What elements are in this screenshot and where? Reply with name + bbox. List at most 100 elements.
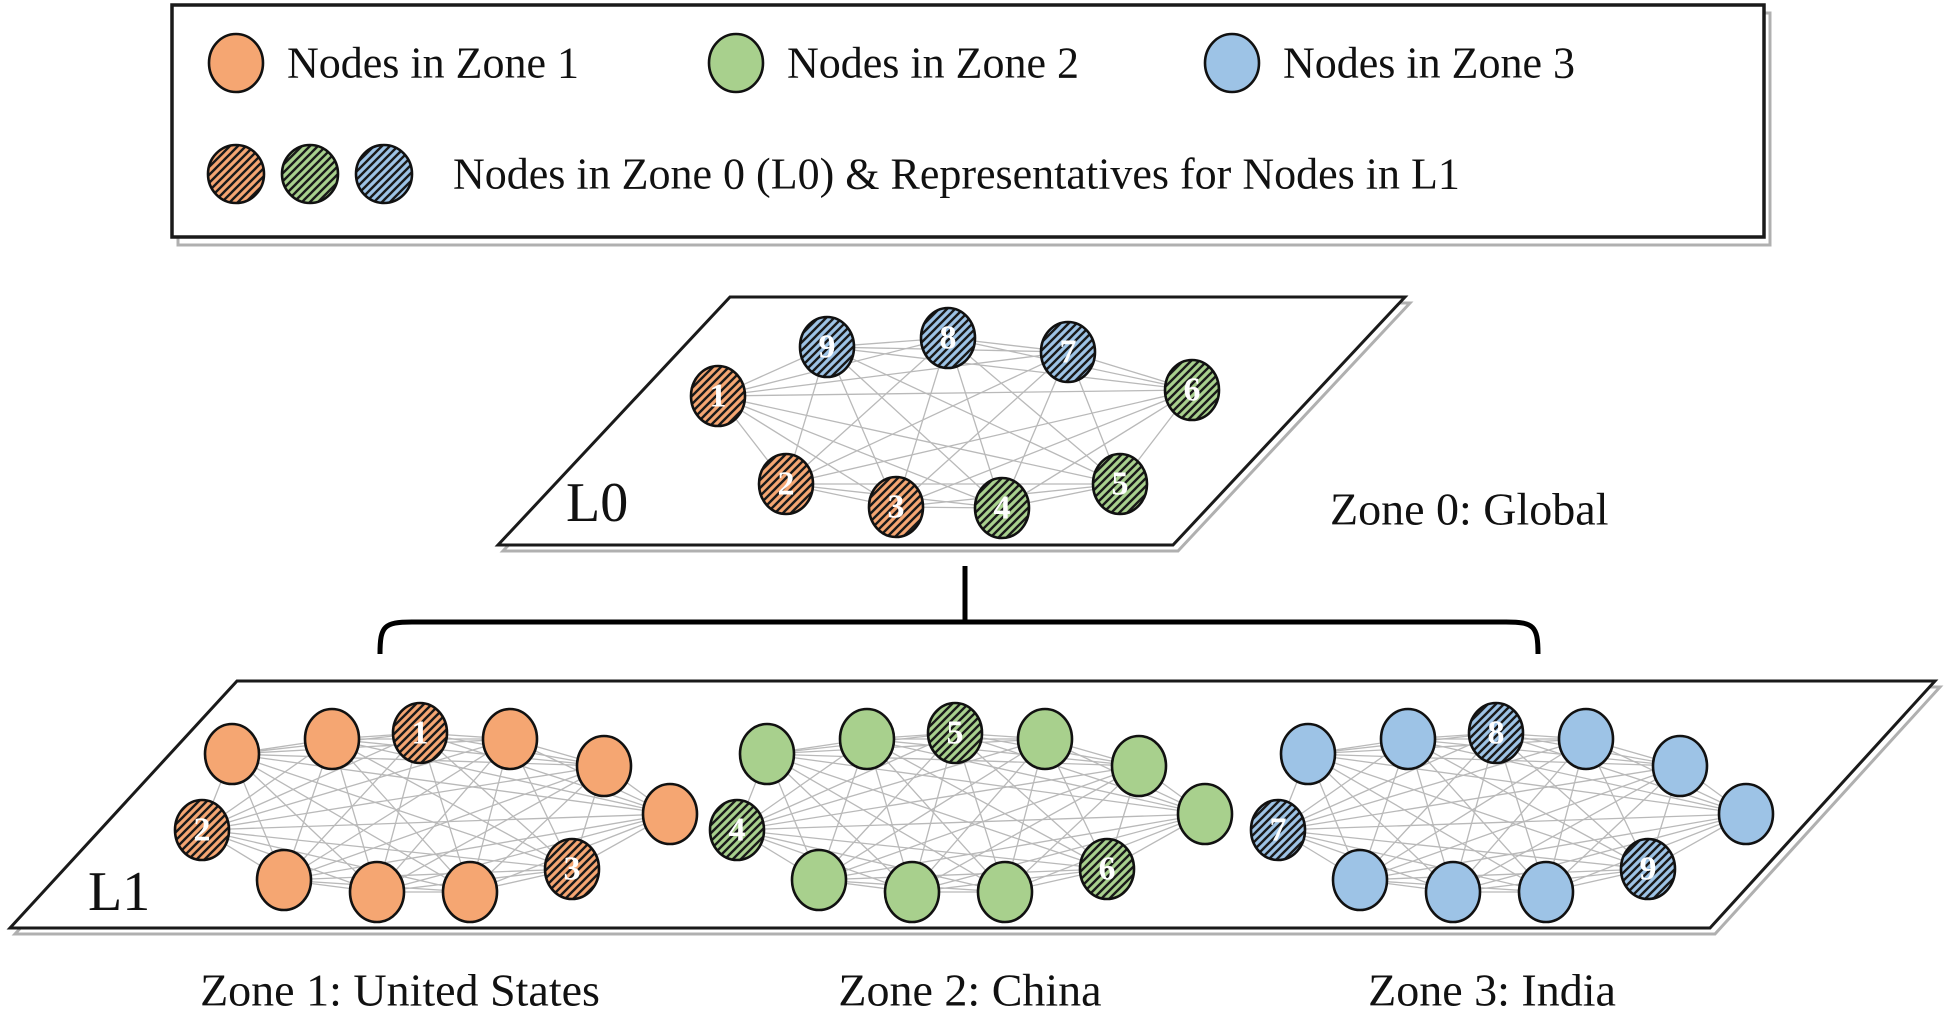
mesh-edge bbox=[1359, 813, 1747, 881]
mesh-edge bbox=[469, 765, 605, 893]
mesh-edge bbox=[717, 395, 897, 508]
mesh-edge bbox=[736, 813, 1206, 831]
zone1-node-circle bbox=[203, 722, 261, 786]
node-number: 4 bbox=[994, 490, 1011, 527]
node-number: 1 bbox=[710, 378, 727, 415]
mesh-edge bbox=[283, 765, 605, 881]
zone1-node-circle bbox=[575, 734, 633, 798]
node-number: 8 bbox=[1488, 715, 1505, 752]
cluster-nodes: 456 bbox=[708, 701, 1234, 924]
mesh-edge bbox=[1277, 829, 1649, 870]
mesh-edge bbox=[1277, 813, 1747, 831]
mesh-edge bbox=[911, 765, 1140, 893]
cluster-nodes: 213 bbox=[173, 701, 699, 924]
mesh-edge bbox=[766, 753, 913, 893]
node bbox=[1110, 734, 1168, 798]
hierarchy-brace bbox=[377, 566, 1541, 655]
mesh-edge bbox=[283, 868, 573, 881]
node-number: 1 bbox=[412, 715, 429, 752]
legend-swatch-hatched-zone3-icon bbox=[354, 143, 414, 205]
mesh-edge bbox=[947, 337, 1121, 485]
mesh-edge bbox=[331, 738, 471, 893]
mesh-edge bbox=[1307, 753, 1747, 815]
node bbox=[1424, 860, 1482, 924]
zone3-hatched-node-circle bbox=[1619, 837, 1677, 901]
cluster-nodes: 7 8 9 bbox=[1249, 701, 1775, 924]
mesh-edge bbox=[1307, 753, 1547, 893]
zone3-label: Zone 3: India bbox=[1368, 965, 1616, 1016]
mesh-edge bbox=[331, 738, 671, 815]
mesh-edge bbox=[818, 765, 1140, 881]
node bbox=[1717, 782, 1775, 846]
mesh-edge bbox=[818, 813, 1206, 881]
mesh-edge bbox=[376, 738, 511, 893]
zone1-node-circle bbox=[441, 860, 499, 924]
cluster-zone3: 7 8 9 bbox=[1249, 701, 1775, 924]
representative-node: 9 bbox=[1619, 837, 1677, 901]
zone0-label: Zone 0: Global bbox=[1330, 484, 1609, 535]
node bbox=[1279, 722, 1337, 786]
zone3-node-circle bbox=[1517, 860, 1575, 924]
mesh-edge bbox=[1307, 753, 1454, 893]
representative-node: 3 bbox=[543, 837, 601, 901]
legend-swatch-zone2-icon bbox=[707, 32, 765, 94]
zone3-node-circle bbox=[1331, 848, 1389, 912]
node-number: 9 bbox=[1640, 851, 1657, 888]
node bbox=[1379, 707, 1437, 771]
legend-swatch-zone1-icon bbox=[207, 32, 265, 94]
node bbox=[575, 734, 633, 798]
l1-layer-label: L1 bbox=[88, 861, 150, 923]
zone3-node-circle bbox=[1651, 734, 1709, 798]
mesh-edge bbox=[785, 389, 1193, 485]
zone2-label: Zone 2: China bbox=[838, 965, 1101, 1016]
zone1-label: Zone 1: United States bbox=[200, 965, 600, 1016]
cluster-mesh-edges bbox=[1277, 732, 1747, 893]
node-number: 7 bbox=[1270, 812, 1287, 849]
legend-swatch-zone3-icon bbox=[1203, 32, 1261, 94]
mesh-edge bbox=[1452, 813, 1747, 893]
mesh-edge bbox=[283, 813, 671, 881]
node-number: 9 bbox=[819, 329, 836, 366]
node-number: 4 bbox=[729, 812, 746, 849]
mesh-edge bbox=[201, 813, 671, 831]
node bbox=[1557, 707, 1615, 771]
mesh-edge bbox=[826, 346, 1003, 509]
zone2-node-circle bbox=[1176, 782, 1234, 846]
mesh-edge bbox=[1359, 738, 1587, 881]
zone3-hatched-node-circle bbox=[1039, 320, 1097, 384]
node bbox=[203, 722, 261, 786]
node bbox=[976, 860, 1034, 924]
zone3-hatched-node-circle bbox=[1249, 798, 1307, 862]
zone1-hatched-node-circle bbox=[173, 798, 231, 862]
mesh-edge bbox=[826, 346, 1193, 391]
mesh-edge bbox=[717, 389, 1193, 397]
zone1-node-circle bbox=[481, 707, 539, 771]
representative-node: 9 bbox=[798, 315, 856, 379]
mesh-edge bbox=[231, 738, 511, 755]
mesh-edge bbox=[283, 738, 511, 881]
mesh-edge bbox=[826, 346, 1121, 485]
mesh-edge bbox=[1004, 765, 1140, 893]
mesh-edge bbox=[231, 753, 378, 893]
zone3-node-circle bbox=[1379, 707, 1437, 771]
node-number: 5 bbox=[947, 715, 964, 752]
zone1-node-circle bbox=[641, 782, 699, 846]
mesh-edge bbox=[717, 351, 1069, 397]
legend-label-zone0-representatives: Nodes in Zone 0 (L0) & Representatives f… bbox=[453, 150, 1460, 199]
zone3-hatched-node-circle bbox=[798, 315, 856, 379]
l0-layer-label: L0 bbox=[566, 472, 628, 534]
mesh-edge bbox=[201, 738, 511, 831]
mesh-edge bbox=[376, 765, 605, 893]
node-number: 6 bbox=[1184, 372, 1201, 409]
mesh-edge bbox=[1307, 738, 1587, 755]
representative-node: 5 bbox=[926, 701, 984, 765]
node bbox=[348, 860, 406, 924]
legend-swatches bbox=[206, 32, 1261, 205]
legend-box bbox=[170, 3, 1766, 239]
mesh-edge bbox=[785, 351, 1069, 485]
node bbox=[255, 848, 313, 912]
representative-node: 1 bbox=[391, 701, 449, 765]
